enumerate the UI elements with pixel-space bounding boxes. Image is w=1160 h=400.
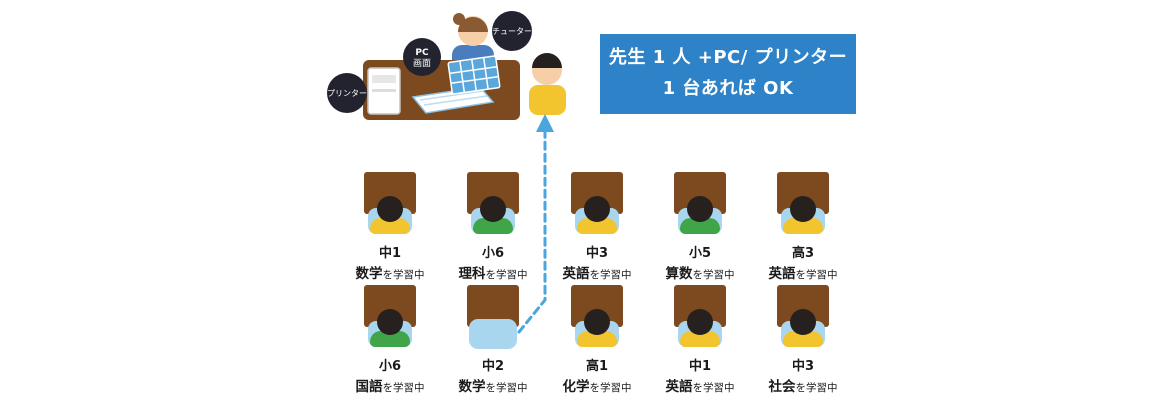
student-body: [783, 218, 823, 234]
info-box-line2: 1 台あれば OK: [662, 78, 794, 99]
student-study: 化学を学習中: [545, 375, 649, 395]
student-chair: [469, 319, 517, 349]
student-body: [577, 218, 617, 234]
study-suffix: を学習中: [589, 382, 632, 394]
student-figure: [569, 285, 625, 349]
tutor-station-illustration: プリンター PC 画面 チューター: [327, 11, 566, 120]
student-figure: [465, 285, 521, 349]
student-grade: 小6: [481, 246, 505, 261]
student-grade: 高3: [791, 246, 815, 261]
student-subject: 理科: [458, 266, 486, 282]
printer-icon: [367, 67, 401, 115]
student-grade: 中1: [378, 246, 402, 261]
student-head: [377, 196, 403, 222]
student-body: [577, 331, 617, 347]
student-head: [687, 196, 713, 222]
student-unit-empty-desk: 中2 数学を学習中: [441, 285, 545, 395]
student-unit: 小5 算数を学習中: [648, 172, 752, 282]
visiting-student-figure: [529, 53, 566, 115]
student-figure: [672, 285, 728, 349]
student-head: [790, 196, 816, 222]
student-subject: 社会: [768, 379, 796, 395]
tutor-label: チューター: [492, 27, 532, 36]
student-body: [783, 331, 823, 347]
pc-screen-icon: [447, 55, 501, 95]
student-subject: 英語: [768, 266, 796, 282]
study-suffix: を学習中: [692, 269, 735, 281]
student-grade: 中3: [585, 246, 609, 261]
student-figure: [569, 172, 625, 236]
printer-label: プリンター: [327, 89, 367, 98]
study-suffix: を学習中: [485, 269, 528, 281]
student-unit: 高3 英語を学習中: [751, 172, 855, 282]
study-suffix: を学習中: [692, 382, 735, 394]
student-grade: 中3: [791, 359, 815, 374]
student-subject: 化学: [562, 379, 590, 395]
student-grade: 高1: [585, 359, 609, 374]
student-figure: [775, 172, 831, 236]
student-figure: [362, 285, 418, 349]
student-grade: 中1: [688, 359, 712, 374]
student-unit: 小6 国語を学習中: [338, 285, 442, 395]
study-suffix: を学習中: [382, 269, 425, 281]
pc-label-bubble: PC 画面: [403, 38, 441, 76]
pc-label-line2: 画面: [413, 58, 431, 69]
student-unit: 中3 社会を学習中: [751, 285, 855, 395]
student-body: [680, 331, 720, 347]
student-to-tutor-arrow: [517, 114, 554, 334]
student-body: [680, 218, 720, 234]
student-grade: 小6: [378, 359, 402, 374]
student-study: 社会を学習中: [751, 375, 855, 395]
student-subject: 数学: [355, 266, 383, 282]
student-subject: 国語: [355, 379, 383, 395]
study-suffix: を学習中: [589, 269, 632, 281]
study-suffix: を学習中: [795, 269, 838, 281]
student-study: 英語を学習中: [545, 262, 649, 282]
student-body: [370, 331, 410, 347]
info-box: 先生 1 人 +PC/ プリンター 1 台あれば OK: [600, 34, 856, 114]
student-body: [473, 218, 513, 234]
student-head: [377, 309, 403, 335]
printer-label-bubble: プリンター: [327, 73, 367, 113]
student-figure: [672, 172, 728, 236]
student-subject: 算数: [665, 266, 693, 282]
student-head: [584, 196, 610, 222]
pc-label-line1: PC: [415, 48, 429, 58]
student-study: 英語を学習中: [751, 262, 855, 282]
student-study: 理科を学習中: [441, 262, 545, 282]
student-head: [790, 309, 816, 335]
student-body: [370, 218, 410, 234]
student-study: 国語を学習中: [338, 375, 442, 395]
student-study: 英語を学習中: [648, 375, 752, 395]
student-head: [480, 196, 506, 222]
study-suffix: を学習中: [485, 382, 528, 394]
student-subject: 英語: [562, 266, 590, 282]
student-unit: 中1 英語を学習中: [648, 285, 752, 395]
student-grade: 小5: [688, 246, 712, 261]
student-head: [687, 309, 713, 335]
student-grade: 中2: [481, 359, 505, 374]
student-subject: 英語: [665, 379, 693, 395]
student-unit: 高1 化学を学習中: [545, 285, 649, 395]
student-study: 数学を学習中: [441, 375, 545, 395]
study-suffix: を学習中: [795, 382, 838, 394]
student-head: [584, 309, 610, 335]
student-study: 算数を学習中: [648, 262, 752, 282]
student-study: 数学を学習中: [338, 262, 442, 282]
study-suffix: を学習中: [382, 382, 425, 394]
student-subject: 数学: [458, 379, 486, 395]
student-unit: 中1 数学を学習中: [338, 172, 442, 282]
student-unit: 中3 英語を学習中: [545, 172, 649, 282]
student-figure: [775, 285, 831, 349]
tutor-label-bubble: チューター: [492, 11, 532, 51]
student-unit: 小6 理科を学習中: [441, 172, 545, 282]
info-box-line1: 先生 1 人 +PC/ プリンター: [608, 47, 848, 69]
student-figure: [465, 172, 521, 236]
student-figure: [362, 172, 418, 236]
